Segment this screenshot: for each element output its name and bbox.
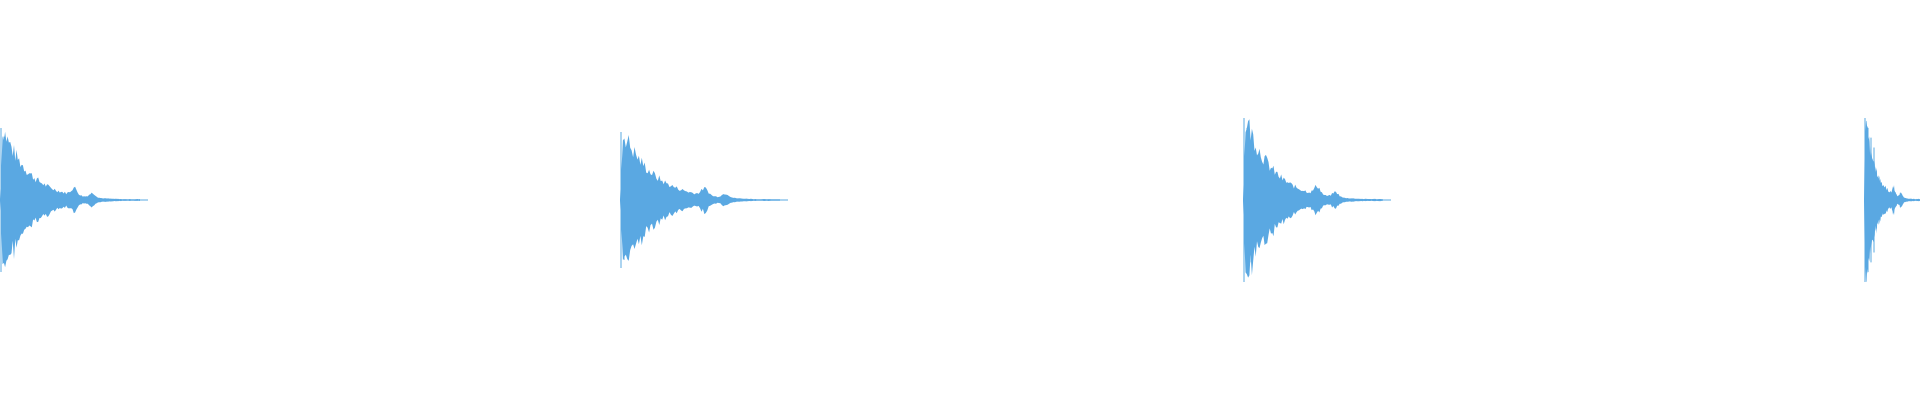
waveform-clip-4[interactable] (1864, 120, 1920, 282)
waveform-clip-1[interactable] (0, 131, 140, 268)
waveform-clip-2[interactable] (620, 135, 780, 261)
waveform-clip-3[interactable] (1243, 119, 1383, 278)
